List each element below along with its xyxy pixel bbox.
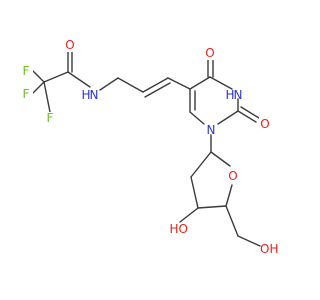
bond-c5p-oh <box>237 235 261 247</box>
atom-labels: F F F O H N O H N O N O HO OH <box>20 38 278 256</box>
bond-c2p-c1p <box>190 151 212 178</box>
atom-n-amide: N <box>90 88 99 102</box>
atom-h-n3: H <box>225 88 234 102</box>
atom-h-c3p: HO <box>170 222 188 236</box>
atom-f2: F <box>23 87 30 101</box>
bond-c5-c4 <box>189 76 211 90</box>
atom-h-amide: H <box>81 88 90 102</box>
bond-carbonyl-n <box>67 71 91 88</box>
bond-ch2-ch <box>117 77 144 93</box>
bond-cf3-f3 <box>43 81 51 113</box>
bond-cf3-f2 <box>32 81 45 94</box>
bond-c1p-oring <box>210 151 231 167</box>
atom-f3: F <box>47 111 54 125</box>
bond-n1-c6 <box>189 111 205 125</box>
bond-c4p-c3p <box>197 205 227 209</box>
bond-cf3-f1 <box>32 70 45 83</box>
atom-f1: F <box>23 64 30 78</box>
atom-o-ring: O <box>228 169 237 183</box>
bond-vinyl-c5 <box>167 77 191 90</box>
bond-vinyl <box>142 77 169 93</box>
atom-n1: N <box>207 123 216 137</box>
bond-c2-n1 <box>217 110 239 125</box>
bond-c3p-oh <box>179 207 199 223</box>
bond-c4-n3 <box>209 76 233 90</box>
bond-cf3-carbonyl <box>43 71 69 83</box>
atom-o-c2: O <box>260 117 269 131</box>
molecule-structure: F F F O H N O H N O N O HO OH <box>20 38 279 256</box>
bond-vinyl-2 <box>144 82 171 98</box>
bond-n-ch2 <box>99 77 119 91</box>
atom-o-c5p: OH <box>260 242 278 256</box>
bond-c3p-c2p <box>190 176 199 209</box>
bond-c2-o <box>237 110 257 123</box>
bond-c2-o-2 <box>240 106 260 119</box>
bond-oring-c4p <box>225 184 233 207</box>
atom-n3: N <box>234 88 243 102</box>
atom-o-amide: O <box>65 38 74 52</box>
bond-c4p-c5p <box>225 205 239 237</box>
bonds <box>32 49 261 247</box>
atom-o-c4: O <box>205 46 214 60</box>
